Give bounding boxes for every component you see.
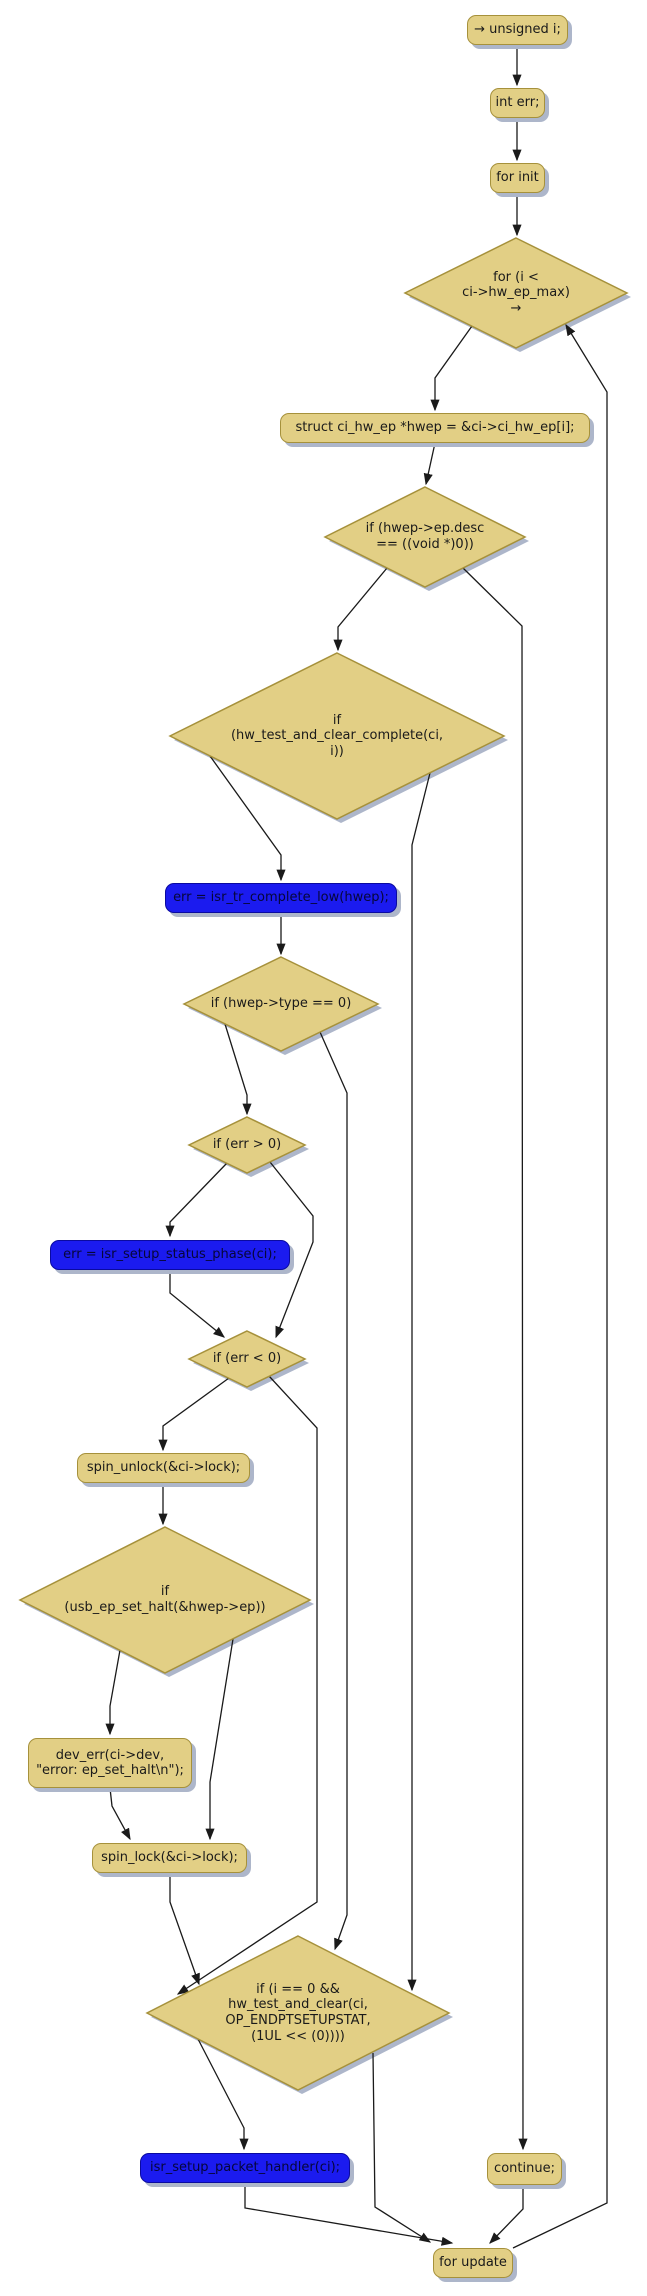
node-hwep-assign: struct ci_hw_ep *hwep = &ci->ci_hw_ep[i]… bbox=[280, 413, 590, 443]
decision-set-halt bbox=[18, 1526, 312, 1674]
edge-desc-true-to-complete bbox=[333, 567, 388, 652]
node-dev-err: dev_err(ci->dev, "error: ep_set_halt\n")… bbox=[28, 1738, 192, 1788]
edge-type-true-to-errgt0 bbox=[224, 1023, 252, 1116]
edge-sethalt-true-to-deverr bbox=[105, 1649, 121, 1736]
node-spin-unlock: spin_unlock(&ci->lock); bbox=[77, 1453, 250, 1483]
edge-setuppacket-to-forupdate bbox=[244, 2183, 454, 2246]
edge-forupdate-loopback-to-forloop bbox=[512, 323, 608, 2249]
node-for-update: for update bbox=[433, 2248, 513, 2278]
decision-diamonds bbox=[18, 237, 629, 2091]
decision-ep0-check bbox=[145, 1935, 451, 2091]
edge-deverr-to-spinlock bbox=[109, 1787, 131, 1841]
edge-type-false-to-ep0check bbox=[319, 1031, 348, 1951]
node-isr-setup-status-phase: err = isr_setup_status_phase(ci); bbox=[50, 1240, 290, 1270]
node-int-err: int err; bbox=[490, 88, 545, 118]
edge-ep0-false-to-forupdate bbox=[372, 2052, 432, 2243]
edge-complete-true-to-trcomplete bbox=[209, 755, 286, 882]
edge-errgt0-true-to-setupstatus bbox=[165, 1162, 228, 1238]
node-continue: continue; bbox=[487, 2153, 562, 2185]
edge-spinlock-to-ep0check bbox=[169, 1873, 200, 1986]
edge-setupstatus-to-errlt0 bbox=[169, 1270, 226, 1338]
node-start-unsigned-i: → unsigned i; bbox=[467, 15, 568, 45]
edge-errlt0-false-to-ep0check bbox=[176, 1375, 318, 1995]
decision-type-check bbox=[182, 956, 380, 1052]
edge-forloop-to-hwep bbox=[430, 325, 473, 412]
node-isr-setup-packet-handler: isr_setup_packet_handler(ci); bbox=[140, 2153, 350, 2183]
edge-errlt0-true-to-spinunlock bbox=[158, 1377, 230, 1452]
edge-errgt0-false-to-errlt0 bbox=[269, 1161, 314, 1339]
diamond-shadows bbox=[24, 242, 631, 2094]
edge-ep0-true-to-setuppacket bbox=[197, 2038, 249, 2151]
node-isr-tr-complete-low: err = isr_tr_complete_low(hwep); bbox=[165, 883, 397, 913]
edge-sethalt-false-to-spinlock bbox=[205, 1638, 234, 1841]
edge-continue-to-forupdate bbox=[489, 2185, 524, 2244]
decision-err-lt0 bbox=[187, 1330, 307, 1388]
edge-hwep-to-desccheck bbox=[423, 442, 436, 486]
decision-complete-check bbox=[168, 652, 506, 820]
decision-err-gt0 bbox=[187, 1116, 307, 1174]
edge-desc-false-to-continue bbox=[462, 567, 528, 2151]
edges bbox=[105, 45, 608, 2249]
decision-desc-check bbox=[323, 486, 527, 588]
node-for-init: for init bbox=[490, 163, 545, 193]
decision-for-loop bbox=[403, 237, 629, 349]
edge-complete-false-to-ep0check bbox=[407, 772, 431, 1992]
node-spin-lock: spin_lock(&ci->lock); bbox=[92, 1843, 247, 1873]
